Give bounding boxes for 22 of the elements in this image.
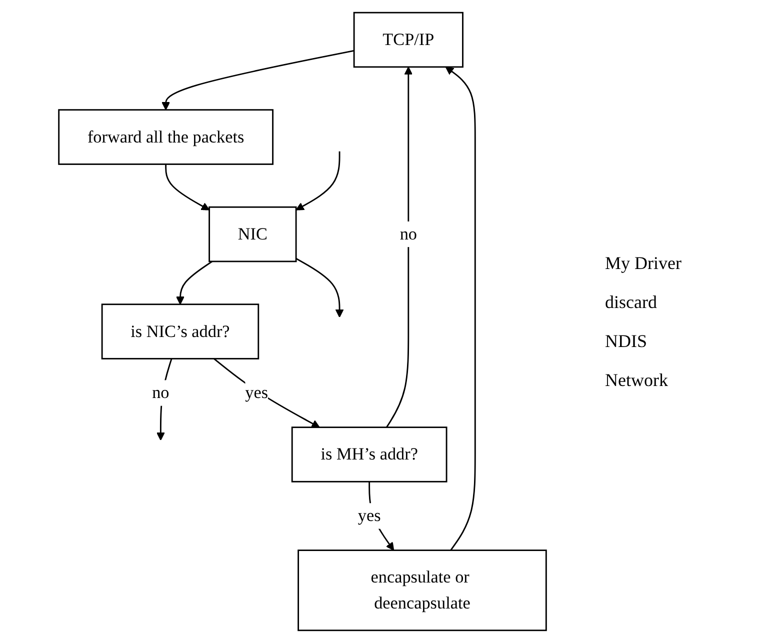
edge-label: yes: [358, 506, 381, 526]
arrow: [296, 258, 344, 318]
edge-label: no: [152, 382, 170, 402]
node-box: encapsulate or deencapsulate: [298, 550, 547, 632]
arrow: [176, 260, 213, 305]
arrow: [165, 164, 210, 210]
edge-label: no: [400, 224, 417, 244]
node-box: NIC: [208, 206, 297, 262]
arrow: [214, 358, 320, 428]
arrow: [445, 66, 476, 551]
arrow: [162, 50, 354, 110]
node-box: is NIC’s addr?: [101, 304, 260, 360]
node-box: forward all the packets: [58, 109, 274, 165]
layer-label: NDIS: [605, 330, 648, 352]
node-box: TCP/IP: [353, 12, 464, 68]
edge-label: yes: [245, 382, 268, 402]
layer-label: My Driver: [605, 252, 682, 274]
layer-label: Network: [605, 370, 669, 390]
layer-label: discard: [605, 292, 658, 312]
arrow: [296, 151, 340, 210]
arrow: [386, 66, 413, 428]
node-box: is MH’s addr?: [291, 426, 448, 482]
